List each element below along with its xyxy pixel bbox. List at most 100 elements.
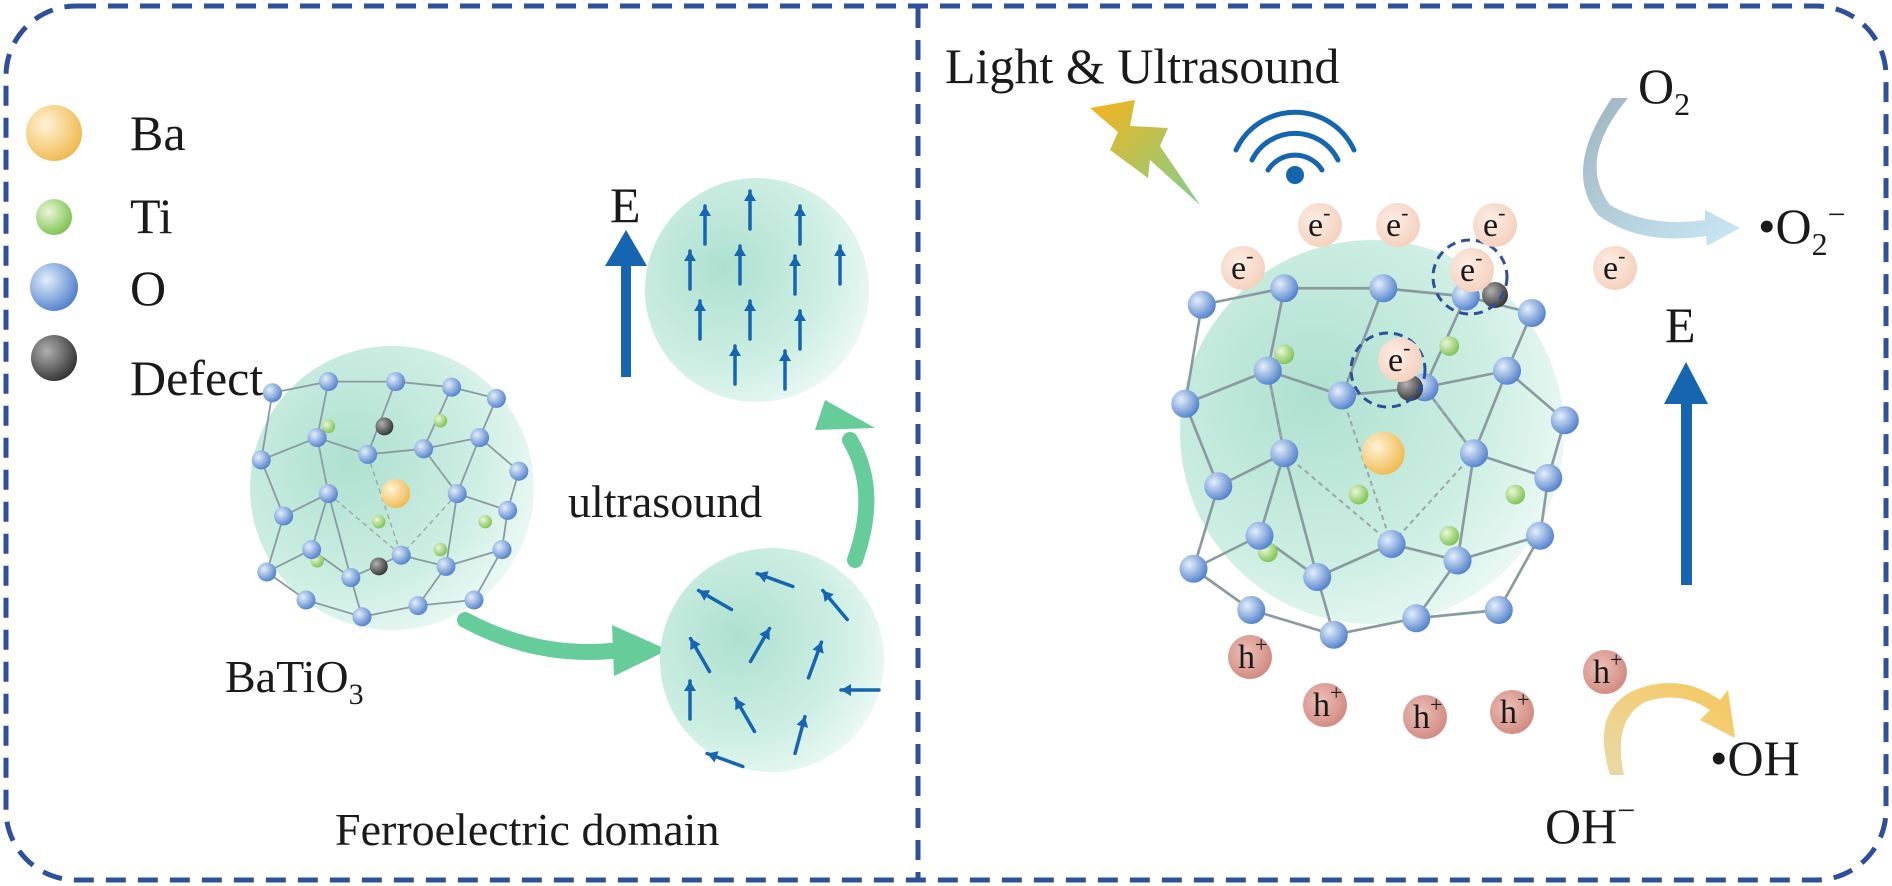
ti-atom: [1439, 525, 1460, 546]
big-lattice-dashed-bond: [1390, 452, 1475, 545]
right-field-arrow: [1664, 362, 1708, 585]
stimulus-label: Light & Ultrasound: [945, 38, 1339, 94]
small-lattice-dashed-bond: [327, 493, 402, 556]
big-lattice-bond: [1497, 535, 1542, 611]
big-lattice-bond: [1192, 485, 1220, 570]
hole-bubble: h+: [1228, 632, 1272, 679]
o-atom: [1270, 439, 1299, 468]
svg-text:e-: e-: [1483, 200, 1505, 244]
o-atom: [436, 556, 456, 576]
ti-atom: [1274, 344, 1295, 365]
o-atom: [1303, 562, 1332, 592]
legend-o-marker: [30, 263, 78, 311]
defect-highlight-2: [1349, 331, 1427, 409]
o-atom: [1459, 439, 1489, 468]
small-lattice-bond: [310, 493, 330, 550]
small-lattice-bond: [305, 599, 363, 618]
o-atom: [408, 596, 428, 616]
random-dipole-arrow: [684, 679, 696, 721]
legend-ti-label: Ti: [130, 188, 173, 244]
ti-atom: [433, 414, 448, 428]
big-lattice-bond: [1250, 608, 1335, 637]
big-lattice-bond: [1457, 534, 1541, 562]
big-lattice-bond: [1184, 403, 1220, 487]
aligned-dipole-arrow: [699, 204, 711, 246]
ultrasound-arrow: [842, 432, 875, 568]
aligned-domain-sphere: [645, 178, 869, 402]
ti-atom: [372, 514, 386, 529]
defect-atom: [369, 557, 388, 576]
svg-text:h+: h+: [1238, 632, 1267, 676]
defect-atom: [375, 417, 394, 436]
small-lattice-bond: [456, 437, 481, 494]
oxygen-label: O2: [1638, 58, 1690, 122]
random-dipole-arrow: [733, 696, 757, 734]
photocatalyst-lattice: [1171, 274, 1579, 649]
o-atom: [307, 428, 327, 448]
o-atom: [1369, 274, 1398, 303]
aligned-dipole-arrow: [729, 344, 741, 386]
defect-atom: [1482, 282, 1508, 308]
electron-bubble: e-: [1450, 245, 1494, 292]
random-dipole-arrow: [821, 588, 849, 622]
hydroxyl-arrow: [1603, 682, 1735, 775]
random-domain: [660, 548, 884, 772]
o-atom: [1179, 554, 1208, 583]
svg-text:e-: e-: [1308, 200, 1330, 244]
batio3-label: BaTiO3: [225, 651, 364, 711]
aligned-dipole-arrow: [694, 299, 706, 341]
o-atom: [1534, 463, 1563, 493]
ultrasound-label: ultrasound: [568, 476, 762, 527]
svg-text:h+: h+: [1500, 687, 1529, 731]
random-dipole-arrow: [755, 571, 795, 589]
legend: Ba Ti O Defect: [26, 105, 263, 406]
hole-bubble: h+: [1403, 692, 1447, 739]
aligned-dipole-arrow: [794, 204, 806, 246]
small-lattice-bond: [260, 436, 318, 461]
o-atom: [414, 439, 434, 459]
aligned-dipole-arrow: [734, 244, 746, 286]
o-atom: [1327, 381, 1357, 410]
ultrasound-arrow-head: [815, 400, 875, 430]
legend-o-label: O: [130, 260, 166, 316]
aligned-dipole-arrows: [684, 189, 846, 391]
o-atom: [358, 444, 378, 464]
lightning-icon: [1090, 100, 1200, 205]
o-atom: [509, 461, 529, 481]
random-dipole-arrow: [688, 636, 712, 674]
electron-bubble: e-: [1593, 243, 1637, 290]
hydroxyl-radical-label: •OH: [1710, 730, 1800, 786]
random-dipole-arrow: [705, 751, 745, 769]
hydroxide-label: OH−: [1545, 792, 1635, 854]
small-lattice-bond: [473, 549, 503, 601]
svg-text:e-: e-: [1603, 243, 1625, 287]
svg-text:e-: e-: [1231, 243, 1253, 287]
legend-defect-label: Defect: [130, 350, 263, 406]
o-atom: [1171, 389, 1200, 418]
hole-bubble: h+: [1490, 687, 1534, 734]
electron-bubble: e-: [1298, 200, 1342, 247]
o-atom: [1525, 521, 1555, 550]
hole-bubble: h+: [1303, 680, 1347, 727]
aligned-dipole-arrow: [794, 309, 806, 351]
ba-atom: [1361, 431, 1405, 475]
small-lattice-bond: [265, 515, 285, 573]
ti-atom: [321, 419, 336, 434]
o-atom: [318, 484, 338, 504]
o-atom: [341, 568, 361, 588]
left-field-label: E: [610, 177, 641, 233]
o-atom: [1245, 521, 1274, 550]
legend-ba-label: Ba: [130, 105, 186, 161]
electron-bubble: e-: [1376, 200, 1420, 247]
svg-text:e-: e-: [1386, 200, 1408, 244]
random-dipole-arrow: [806, 640, 824, 680]
superoxide-label: •O2−: [1758, 196, 1846, 262]
random-dipole-arrow: [696, 588, 734, 612]
svg-text:h+: h+: [1413, 692, 1442, 736]
svg-text:h+: h+: [1313, 680, 1342, 724]
big-lattice-dashed-bond: [1283, 452, 1393, 545]
o-atom: [1237, 595, 1266, 625]
small-lattice-bond: [445, 493, 459, 567]
o-atom: [302, 540, 322, 560]
big-lattice-dashed-bond: [1341, 395, 1393, 545]
